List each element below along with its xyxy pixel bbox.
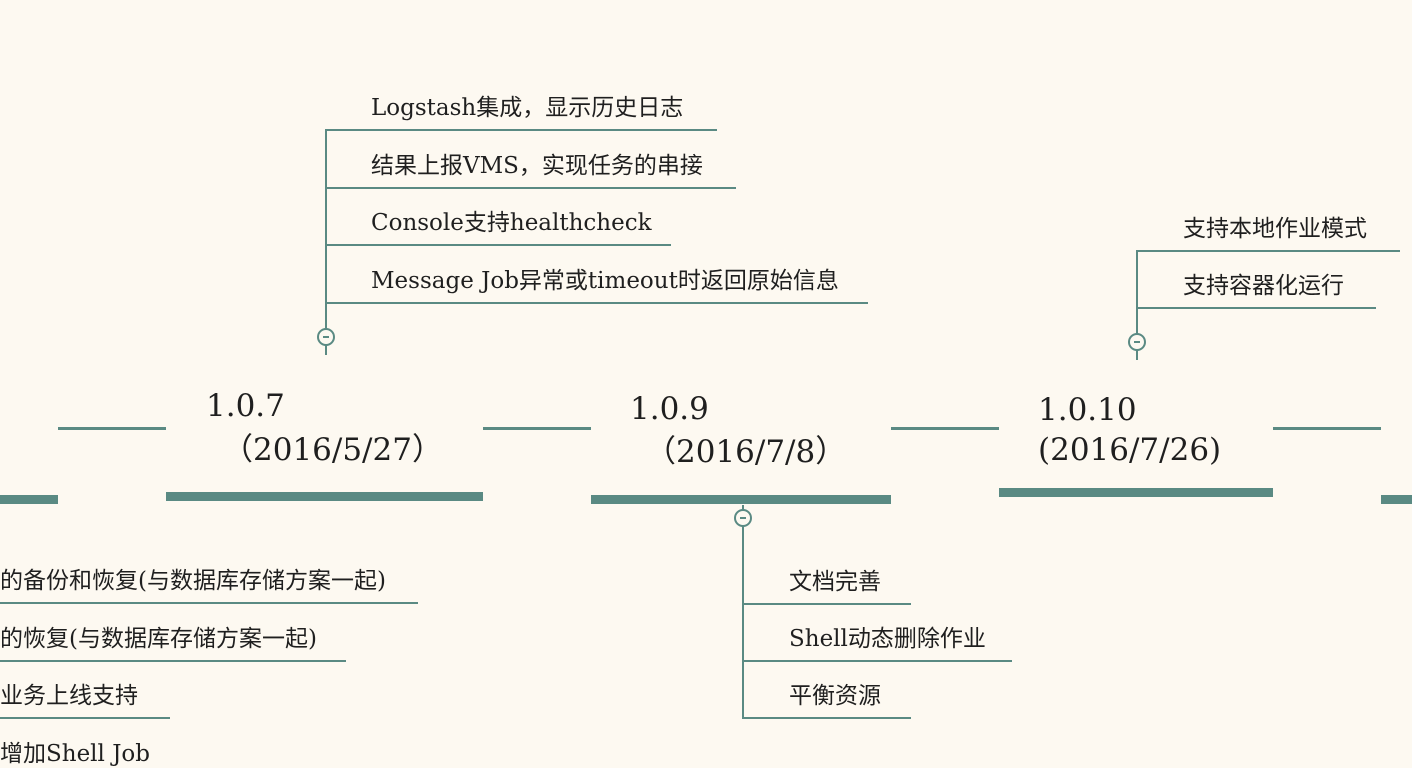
version-node-1010[interactable]: 1.0.10 bbox=[1038, 390, 1137, 430]
branch-underline bbox=[325, 244, 671, 246]
version-node-107[interactable]: 1.0.7 bbox=[206, 386, 285, 426]
branch-stem-1010 bbox=[1136, 250, 1138, 360]
timeline-connector bbox=[483, 427, 591, 430]
branch-underline bbox=[1136, 250, 1400, 252]
branch-underline bbox=[0, 660, 346, 662]
version-date-107: （2016/5/27） bbox=[222, 432, 443, 468]
version-date-1010: (2016/7/26) bbox=[1038, 432, 1222, 468]
branch-item[interactable]: 的恢复(与数据库存储方案一起) bbox=[0, 626, 317, 652]
branch-underline bbox=[742, 717, 911, 719]
branch-item[interactable]: 文档完善 bbox=[789, 569, 881, 595]
branch-underline bbox=[325, 302, 868, 304]
branch-underline bbox=[742, 603, 911, 605]
version-node-109[interactable]: 1.0.9 bbox=[630, 389, 709, 429]
timeline-underline-v107 bbox=[166, 492, 483, 501]
branch-item[interactable]: Message Job异常或timeout时返回原始信息 bbox=[371, 268, 839, 294]
timeline-underline bbox=[1381, 495, 1412, 504]
branch-item[interactable]: 支持本地作业模式 bbox=[1183, 216, 1367, 242]
timeline-underline bbox=[0, 495, 58, 504]
version-number: 1.0.9 bbox=[630, 391, 709, 427]
branch-item[interactable]: 的备份和恢复(与数据库存储方案一起) bbox=[0, 568, 386, 594]
branch-item[interactable]: Console支持healthcheck bbox=[371, 210, 652, 236]
branch-stem-107 bbox=[325, 130, 327, 355]
collapse-icon[interactable] bbox=[734, 509, 752, 527]
branch-item[interactable]: Logstash集成，显示历史日志 bbox=[371, 95, 684, 121]
timeline-underline-v109 bbox=[591, 495, 891, 504]
branch-item[interactable]: 增加Shell Job bbox=[0, 741, 150, 767]
timeline-connector bbox=[1273, 427, 1381, 430]
branch-item[interactable]: 结果上报VMS，实现任务的串接 bbox=[371, 153, 703, 179]
branch-underline bbox=[742, 660, 1012, 662]
timeline-underline-v1010 bbox=[999, 488, 1273, 497]
version-number: 1.0.10 bbox=[1038, 392, 1137, 428]
version-number: 1.0.7 bbox=[206, 388, 285, 424]
branch-underline bbox=[325, 129, 717, 131]
branch-item[interactable]: 支持容器化运行 bbox=[1183, 273, 1344, 299]
branch-item[interactable]: 业务上线支持 bbox=[0, 683, 138, 709]
timeline-connector bbox=[58, 427, 166, 430]
branch-underline bbox=[1136, 307, 1376, 309]
timeline-connector bbox=[891, 427, 999, 430]
collapse-icon[interactable] bbox=[317, 328, 335, 346]
version-date-109: （2016/7/8） bbox=[645, 434, 847, 470]
collapse-icon[interactable] bbox=[1128, 333, 1146, 351]
branch-item[interactable]: 平衡资源 bbox=[789, 683, 881, 709]
branch-item[interactable]: Shell动态删除作业 bbox=[789, 626, 986, 652]
branch-underline bbox=[0, 602, 418, 604]
branch-stem-109 bbox=[742, 505, 744, 719]
branch-underline bbox=[0, 717, 170, 719]
branch-underline bbox=[325, 187, 736, 189]
